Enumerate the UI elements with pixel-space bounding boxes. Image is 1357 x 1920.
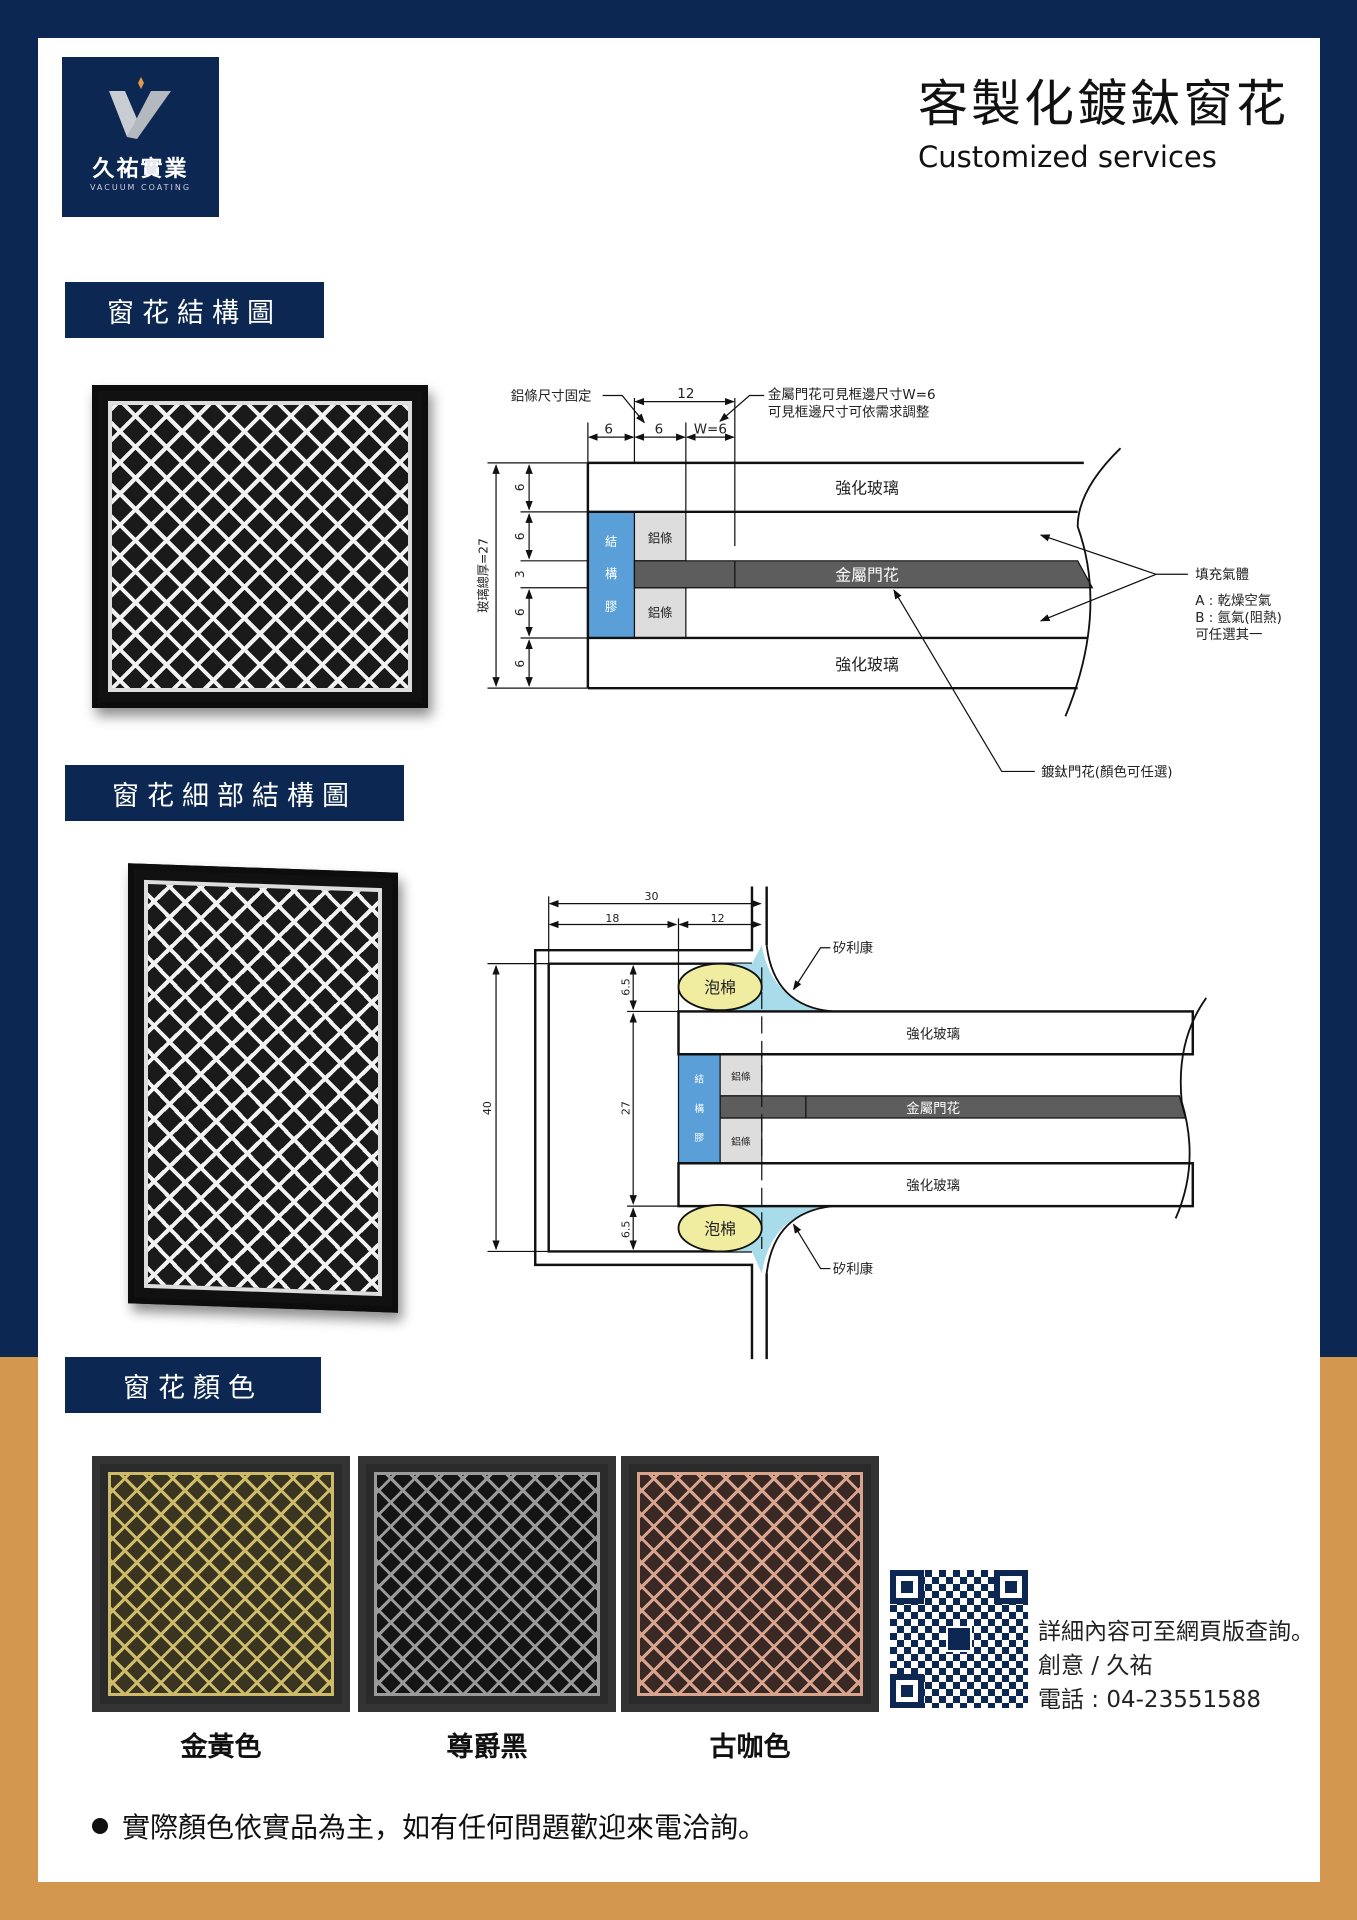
label-gas-c: 可任選其一 bbox=[1195, 627, 1262, 643]
dim-v2: 6 bbox=[513, 532, 527, 540]
color-disclaimer: 實際顏色依實品為主，如有任何問題歡迎來電洽詢。 bbox=[92, 1806, 766, 1846]
dim-6b: 6 bbox=[655, 422, 664, 437]
dim-total-thickness: 玻璃總厚=27 bbox=[475, 538, 490, 613]
dim-30: 30 bbox=[645, 890, 659, 903]
label-titanium: 鍍鈦門花(顏色可任選) bbox=[1041, 763, 1173, 780]
dim-6a: 6 bbox=[604, 422, 613, 437]
logo-name: 久祐實業 bbox=[92, 157, 189, 182]
label-glue2-3: 膠 bbox=[694, 1132, 704, 1144]
swatch-label-coffee: 古咖色 bbox=[709, 1732, 791, 1763]
label-alu-top: 鋁條 bbox=[648, 531, 672, 545]
dim-v4: 6 bbox=[513, 608, 527, 616]
swatch-gold bbox=[92, 1456, 350, 1712]
label-foam-bottom: 泡棉 bbox=[704, 1219, 736, 1238]
bullet-icon bbox=[92, 1818, 108, 1834]
company-logo: 久祐實業 VACUUM COATING bbox=[62, 57, 219, 217]
label-metal: 金屬門花 bbox=[835, 565, 899, 584]
label-glue-2: 構 bbox=[605, 567, 617, 581]
label-metal2: 金屬門花 bbox=[906, 1101, 960, 1117]
label-glass-top: 強化玻璃 bbox=[835, 478, 899, 497]
label-gas-a: A : 乾燥空氣 bbox=[1195, 593, 1271, 609]
logo-v-icon bbox=[109, 77, 171, 139]
label-glue2-2: 構 bbox=[694, 1102, 704, 1115]
note-adjustable: 可見框邊尺寸可依需求調整 bbox=[768, 404, 929, 420]
dim-27: 27 bbox=[620, 1101, 633, 1115]
label-glass2-bottom: 強化玻璃 bbox=[906, 1177, 960, 1194]
contact-website-note: 詳細內容可至網頁版查詢。 bbox=[1038, 1619, 1314, 1645]
label-foam-top: 泡棉 bbox=[704, 978, 736, 997]
label-glue-1: 結 bbox=[605, 535, 617, 549]
label-glass2-top: 強化玻璃 bbox=[906, 1025, 960, 1042]
swatch-black bbox=[358, 1456, 616, 1712]
section-structure-heading: 窗花結構圖 bbox=[65, 282, 324, 338]
dim-v5: 6 bbox=[513, 660, 527, 668]
window-frame-photo bbox=[92, 385, 428, 708]
swatch-coffee bbox=[621, 1456, 879, 1712]
label-alu2-bottom: 鋁條 bbox=[731, 1135, 751, 1148]
dim-18: 18 bbox=[605, 912, 619, 925]
detail-diagram bbox=[487, 886, 1208, 1360]
label-glue2-1: 結 bbox=[694, 1072, 704, 1085]
label-glue-3: 膠 bbox=[605, 600, 617, 614]
structure-diagram bbox=[487, 394, 1188, 773]
qr-code[interactable] bbox=[890, 1570, 1028, 1708]
dim-w6: W=6 bbox=[694, 422, 727, 437]
disclaimer-text: 實際顏色依實品為主，如有任何問題歡迎來電洽詢。 bbox=[122, 1811, 767, 1844]
page-title: 客製化鍍鈦窗花 bbox=[918, 75, 1289, 133]
dim-6-5-bottom: 6.5 bbox=[620, 1221, 633, 1239]
label-glass-bottom: 強化玻璃 bbox=[835, 655, 899, 674]
dim-12b: 12 bbox=[711, 912, 725, 925]
contact-credit: 創意 / 久祐 bbox=[1038, 1653, 1153, 1679]
dim-v3: 3 bbox=[513, 570, 527, 578]
section-detail-heading: 窗花細部結構圖 bbox=[65, 765, 404, 821]
swatch-label-black: 尊爵黑 bbox=[446, 1732, 528, 1763]
dim-6-5-top: 6.5 bbox=[620, 978, 633, 996]
label-fixed-aluminum: 鋁條尺寸固定 bbox=[511, 388, 592, 404]
swatch-label-gold: 金黃色 bbox=[180, 1732, 262, 1763]
label-silicone-top: 矽利康 bbox=[833, 940, 873, 957]
label-gas-b: B : 氬氣(阻熱) bbox=[1195, 610, 1282, 626]
label-alu2-top: 鋁條 bbox=[731, 1070, 751, 1083]
dim-40: 40 bbox=[481, 1101, 494, 1115]
section-colors-heading: 窗花顏色 bbox=[65, 1357, 321, 1413]
note-visible-width: 金屬門花可見框邊尺寸W=6 bbox=[768, 387, 936, 403]
dim-v1: 6 bbox=[513, 483, 527, 491]
logo-subtitle: VACUUM COATING bbox=[89, 183, 192, 192]
label-silicone-bottom: 矽利康 bbox=[833, 1260, 873, 1277]
contact-phone: 電話 : 04-23551588 bbox=[1038, 1687, 1262, 1713]
label-gas: 填充氣體 bbox=[1195, 567, 1249, 583]
contact-info: 詳細內容可至網頁版查詢。 創意 / 久祐 電話 : 04-23551588 bbox=[1038, 1615, 1314, 1717]
label-alu-bottom: 鋁條 bbox=[648, 606, 672, 620]
dim-12: 12 bbox=[677, 387, 694, 402]
page-subtitle: Customized services bbox=[918, 140, 1217, 174]
